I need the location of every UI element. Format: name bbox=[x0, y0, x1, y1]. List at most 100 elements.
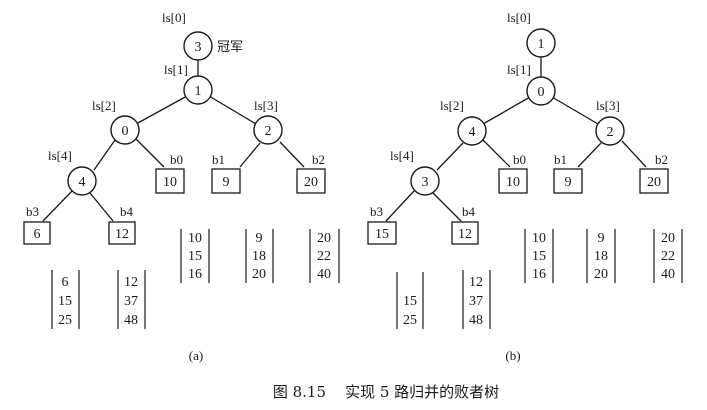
run-b1-item-3: 20 bbox=[252, 267, 266, 282]
node-ls2-circle bbox=[110, 115, 140, 145]
run-b4-item-3: 48 bbox=[124, 313, 138, 328]
node-ls1-value: 1 bbox=[195, 84, 202, 99]
run-b0: 10 15 16 bbox=[524, 229, 554, 283]
run-b0-item-2: 15 bbox=[188, 249, 202, 264]
edge-ls1-ls2 bbox=[482, 96, 531, 125]
run-b1: 9 18 20 bbox=[586, 229, 616, 283]
run-b4-item-3: 48 bbox=[469, 313, 483, 328]
node-ls4-value: 4 bbox=[79, 175, 86, 190]
run-b1-item-1: 9 bbox=[256, 231, 263, 246]
node-ls0-circle bbox=[183, 31, 213, 61]
tree-a: 3 ls[0] 冠军 1 ls[1] 0 ls[2] 2 ls[3] 4 ls[… bbox=[23, 10, 340, 363]
leaf-b2: 20 b2 bbox=[296, 152, 326, 194]
leaf-b2-value: 20 bbox=[647, 175, 661, 190]
edge-ls2-b0 bbox=[482, 139, 511, 168]
node-ls1-circle bbox=[183, 75, 213, 105]
node-ls0: 1 ls[0] bbox=[507, 10, 556, 58]
leaf-b1-box bbox=[553, 168, 583, 194]
run-b0-item-3: 16 bbox=[188, 267, 202, 282]
node-ls4-value: 3 bbox=[422, 175, 429, 190]
node-ls0-label: ls[0] bbox=[507, 10, 531, 25]
run-b3-item-1: 6 bbox=[62, 275, 69, 290]
leaf-b4-label: b4 bbox=[462, 204, 476, 219]
node-ls0-value: 3 bbox=[195, 40, 202, 55]
node-ls2: 0 ls[2] bbox=[92, 98, 140, 145]
leaf-b1-box bbox=[211, 168, 241, 194]
edge-ls3-b1 bbox=[577, 142, 602, 168]
node-ls1-value: 0 bbox=[538, 85, 545, 100]
node-ls0-value: 1 bbox=[538, 37, 545, 52]
node-ls1-circle bbox=[526, 76, 556, 106]
run-b3-item-3: 25 bbox=[58, 313, 72, 328]
leaf-b2-box bbox=[639, 168, 669, 194]
champion-label: 冠军 bbox=[217, 40, 243, 55]
leaf-b0-box bbox=[498, 168, 528, 194]
node-ls3: 2 ls[3] bbox=[595, 98, 625, 146]
node-ls4: 4 ls[4] bbox=[48, 148, 97, 196]
run-b3-item-2: 15 bbox=[403, 294, 417, 309]
edge-ls4-b4 bbox=[89, 192, 114, 222]
leaf-b3-value: 15 bbox=[375, 227, 389, 242]
leaf-b3-value: 6 bbox=[34, 227, 41, 242]
node-ls0-circle bbox=[526, 28, 556, 58]
leaf-b4-box bbox=[451, 221, 479, 245]
node-ls0: 3 ls[0] 冠军 bbox=[162, 10, 243, 61]
run-b2-item-3: 40 bbox=[317, 267, 331, 282]
figure-caption: 图 8.15 实现 5 路归并的败者树 bbox=[273, 383, 499, 401]
node-ls1-label: ls[1] bbox=[164, 62, 188, 77]
run-b2-item-1: 20 bbox=[317, 231, 331, 246]
run-b1-item-2: 18 bbox=[594, 249, 608, 264]
run-b2: 20 22 40 bbox=[309, 229, 340, 283]
leaf-b1: 9 b1 bbox=[211, 152, 241, 194]
leaf-b2-label: b2 bbox=[312, 152, 325, 167]
run-b3-item-2: 15 bbox=[58, 294, 72, 309]
leaf-b3-label: b3 bbox=[26, 204, 39, 219]
node-ls3-label: ls[3] bbox=[254, 98, 278, 113]
leaf-b1-value: 9 bbox=[223, 175, 230, 190]
node-ls3-value: 2 bbox=[265, 124, 272, 139]
sub-label-b: (b) bbox=[505, 348, 520, 363]
run-b1-item-2: 18 bbox=[252, 249, 266, 264]
leaf-b2-box bbox=[296, 168, 326, 194]
node-ls4-label: ls[4] bbox=[48, 148, 72, 163]
run-b4-item-1: 12 bbox=[469, 275, 483, 290]
node-ls3-value: 2 bbox=[607, 125, 614, 140]
leaf-b0: 10 b0 bbox=[155, 152, 185, 194]
run-b4: 12 37 48 bbox=[117, 270, 146, 329]
leaf-b4-value: 12 bbox=[458, 227, 472, 242]
node-ls3-label: ls[3] bbox=[596, 98, 620, 113]
node-ls3-circle bbox=[595, 116, 625, 146]
node-ls4: 3 ls[4] bbox=[390, 148, 440, 196]
run-b0-item-1: 10 bbox=[532, 231, 546, 246]
edge-ls4-b4 bbox=[432, 192, 462, 222]
leaf-b4-label: b4 bbox=[120, 204, 134, 219]
run-b3: 15 25 bbox=[396, 272, 424, 329]
leaf-b2-value: 20 bbox=[304, 175, 318, 190]
leaf-b0-label: b0 bbox=[513, 152, 526, 167]
leaf-b1: 9 b1 bbox=[553, 152, 583, 194]
node-ls0-label: ls[0] bbox=[162, 10, 186, 25]
edge-ls3-b2 bbox=[621, 140, 647, 168]
node-ls4-label: ls[4] bbox=[390, 148, 414, 163]
run-b4-item-1: 12 bbox=[124, 275, 138, 290]
leaf-b1-label: b1 bbox=[212, 152, 225, 167]
leaf-b0-value: 10 bbox=[163, 175, 177, 190]
run-b0: 10 15 16 bbox=[180, 229, 210, 283]
node-ls1-label: ls[1] bbox=[507, 62, 531, 77]
edge-ls2-ls4 bbox=[93, 139, 116, 171]
leaf-b4-value: 12 bbox=[115, 227, 129, 242]
leaf-b4: 12 b4 bbox=[108, 204, 136, 245]
node-ls2-label: ls[2] bbox=[440, 98, 464, 113]
run-b2: 20 22 40 bbox=[653, 229, 683, 283]
edge-ls4-b3 bbox=[42, 189, 74, 222]
leaf-b0-label: b0 bbox=[170, 152, 183, 167]
edge-ls2-ls4 bbox=[436, 142, 464, 171]
edge-ls3-b2 bbox=[279, 141, 305, 168]
run-b4-item-2: 37 bbox=[469, 294, 483, 309]
leaf-b0-box bbox=[155, 168, 185, 194]
node-ls1: 0 ls[1] bbox=[507, 62, 556, 106]
sub-label-a: (a) bbox=[189, 348, 203, 363]
node-ls4-circle bbox=[67, 166, 97, 196]
